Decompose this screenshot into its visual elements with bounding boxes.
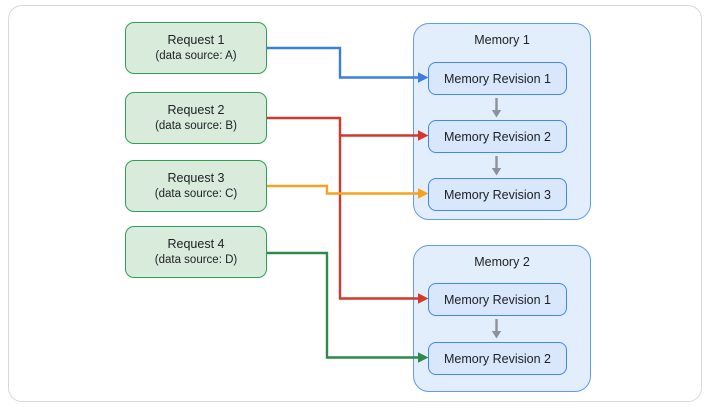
request-2-title: Request 2 [167,103,225,118]
memory-2-revision-1-node: Memory Revision 1 [428,283,567,316]
memory-2-revision-2-node: Memory Revision 2 [428,342,567,375]
memory-1-revision-1-node: Memory Revision 1 [428,62,567,95]
memory-2-container: Memory 2 Memory Revision 1 Memory Revisi… [413,245,591,392]
memory-2-title: Memory 2 [474,255,530,269]
request-1-node: Request 1 (data source: A) [125,22,267,74]
memory-1-revision-2-node: Memory Revision 2 [428,120,567,153]
memory-1-container: Memory 1 Memory Revision 1 Memory Revisi… [413,23,591,220]
diagram-frame [8,5,702,402]
request-4-subtitle: (data source: D) [154,253,238,266]
request-2-node: Request 2 (data source: B) [125,92,267,144]
request-4-node: Request 4 (data source: D) [125,226,267,278]
request-1-title: Request 1 [167,33,225,48]
request-1-subtitle: (data source: A) [155,49,237,62]
request-2-subtitle: (data source: B) [155,119,237,132]
request-3-title: Request 3 [167,171,225,186]
request-4-title: Request 4 [167,237,225,252]
request-3-node: Request 3 (data source: C) [125,160,267,212]
memory-1-title: Memory 1 [474,33,530,47]
request-3-subtitle: (data source: C) [154,187,238,200]
memory-1-revision-3-node: Memory Revision 3 [428,178,567,211]
